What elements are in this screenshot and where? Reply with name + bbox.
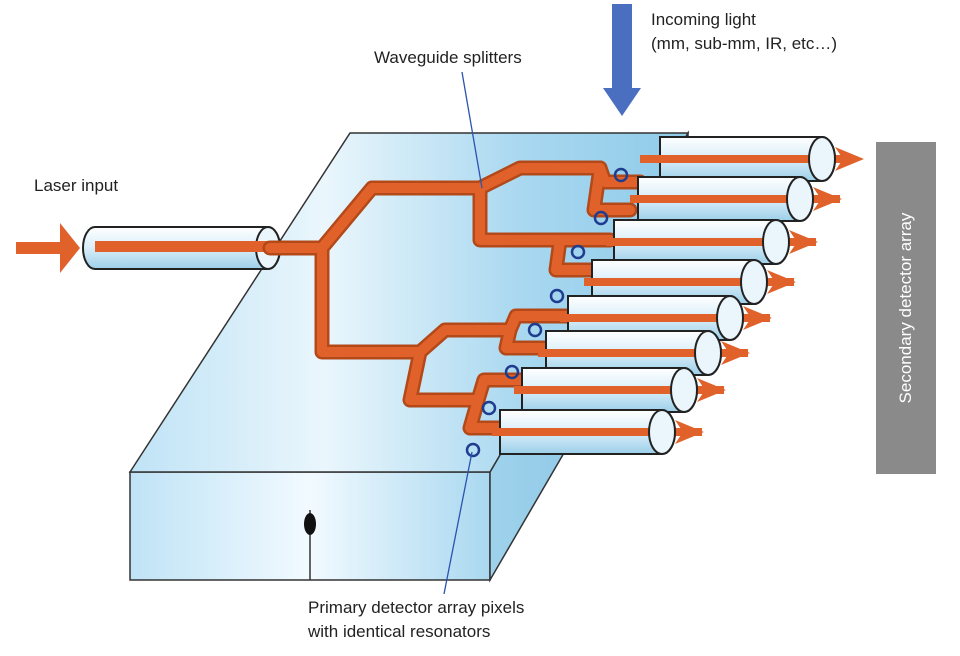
waveguide-leader-line xyxy=(461,71,483,189)
output-fiber-4 xyxy=(584,259,796,305)
waveguide-core xyxy=(265,163,645,433)
primary-detector-line-2: with identical resonators xyxy=(308,622,491,641)
output-arrow-8 xyxy=(675,420,704,444)
output-arrow-4 xyxy=(767,270,796,294)
resonator-6 xyxy=(504,364,520,380)
resonator-7 xyxy=(481,400,497,416)
output-arrow-2 xyxy=(813,187,842,211)
output-fiber-5 xyxy=(560,295,772,341)
output-fiber-2 xyxy=(630,176,842,222)
incoming-light-line-2: (mm, sub-mm, IR, etc…) xyxy=(651,34,838,53)
primary-detector-label: Primary detector array pixels with ident… xyxy=(308,596,524,644)
output-arrow-1 xyxy=(835,147,864,171)
output-fiber-3 xyxy=(606,219,818,265)
output-arrow-5 xyxy=(743,306,772,330)
resonator-4 xyxy=(549,288,565,304)
output-arrow-7 xyxy=(697,378,726,402)
incoming-light-label: Incoming light (mm, sub-mm, IR, etc…) xyxy=(651,8,837,56)
output-fiber-8 xyxy=(492,409,704,455)
secondary-detector-label: Secondary detector array xyxy=(896,212,915,404)
input-fiber xyxy=(82,226,281,270)
resonator-5 xyxy=(527,322,543,338)
output-fiber-7 xyxy=(514,367,726,413)
primary-detector-line-1: Primary detector array pixels xyxy=(308,598,525,617)
laser-input-arrow xyxy=(16,223,80,273)
output-arrow-3 xyxy=(789,230,818,254)
incoming-light-arrow xyxy=(603,4,641,116)
resonator-3 xyxy=(570,244,586,260)
resonator-1 xyxy=(613,167,629,183)
resonators xyxy=(465,167,629,458)
laser-input-label: Laser input xyxy=(34,176,119,195)
resonator-2 xyxy=(593,210,609,226)
output-fiber-6 xyxy=(538,330,750,376)
primary-leader-line xyxy=(443,451,473,595)
waveguide-splitters-label: Waveguide splitters xyxy=(374,48,522,67)
resonator-8 xyxy=(465,442,481,458)
incoming-light-line-1: Incoming light xyxy=(651,10,756,29)
chip-contact-dot xyxy=(304,513,316,535)
output-arrow-6 xyxy=(721,341,750,365)
output-fiber-1 xyxy=(640,136,864,182)
output-fibers xyxy=(492,136,864,455)
secondary-detector-array: Secondary detector array xyxy=(876,142,936,474)
